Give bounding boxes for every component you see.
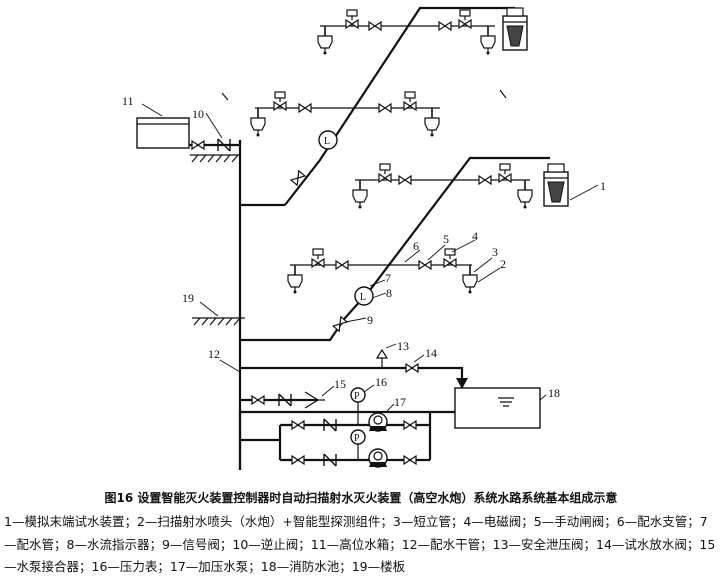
gauge-letter-lower: P [354, 433, 360, 444]
callout-7: 7 [385, 271, 391, 285]
pump2-suction-valve [403, 455, 417, 465]
tank-gate-valve [191, 140, 205, 150]
pump1-gate-valve [291, 420, 305, 430]
test-drain-valve-14 [405, 363, 419, 373]
floor-slab-19 [192, 317, 245, 326]
callout-12: 12 [208, 347, 220, 361]
callout-11: 11 [122, 94, 134, 108]
depth-mark [499, 89, 507, 99]
pump1-suction-valve [403, 420, 417, 430]
callout-3: 3 [492, 245, 498, 259]
upper-gate-valve-left [298, 103, 312, 113]
upper-flow-indicator: L [318, 130, 338, 150]
booster-pump-17 [368, 412, 388, 432]
figure-title: 图16 设置智能灭火装置控制器时自动扫描射水灭火装置（高空水炮）系统水路系统基本… [104, 491, 618, 505]
callout-10: 10 [192, 107, 204, 121]
callout-1: 1 [600, 179, 606, 193]
top-gate-valve-left [368, 21, 382, 31]
lower-gate-valve-left [335, 260, 349, 270]
connector-gate-valve [251, 395, 265, 405]
middle-solenoid-valve-right [498, 163, 512, 183]
booster-pump-lower [368, 448, 388, 468]
flow-indicator-8: L [354, 286, 374, 306]
top-solenoid-valve-right [458, 9, 472, 29]
upper-head-right [424, 107, 440, 138]
middle-head-right [517, 179, 533, 210]
leader-lines [141, 103, 599, 413]
upper-diagonal-pipe [284, 6, 515, 206]
cannon-head-2 [462, 264, 478, 295]
callout-9: 9 [367, 313, 373, 327]
floor-slab-upper [190, 154, 240, 163]
callout-14: 14 [425, 346, 437, 360]
return-arrow [456, 378, 468, 389]
top-test-device [502, 7, 528, 51]
solenoid-valve-4 [443, 248, 457, 268]
middle-gate-valve-left [398, 175, 412, 185]
lower-solenoid-valve-left [311, 248, 325, 268]
upper-flow-indicator-letter: L [324, 136, 330, 147]
callout-4: 4 [472, 229, 478, 243]
top-head-right [480, 25, 496, 56]
callout-2: 2 [500, 257, 506, 271]
upper-solenoid-valve-right [403, 91, 417, 111]
water-system-diagram: L L [122, 6, 606, 470]
top-gate-valve-right [438, 21, 452, 31]
depth-mark [221, 92, 229, 101]
callout-5: 5 [443, 232, 449, 246]
fire-pool-18 [454, 387, 541, 429]
figure-legend: 1—模拟末端试水装置；2—扫描射水喷头（水炮）+智能型探测组件；3—短立管；4—… [4, 514, 716, 574]
test-return-pipe [240, 366, 464, 388]
callout-13: 13 [397, 339, 409, 353]
callout-16: 16 [375, 375, 387, 389]
pressure-gauge-lower: P [350, 429, 366, 460]
high-level-tank-11 [136, 117, 190, 149]
middle-head-left [352, 179, 368, 210]
gauge-letter: P [354, 391, 360, 402]
middle-solenoid-valve-left [378, 163, 392, 183]
pump-connector-15 [304, 391, 325, 409]
lower-head-left [287, 264, 303, 295]
upper-gate-valve-right [378, 103, 392, 113]
upper-solenoid-valve-left [273, 91, 287, 111]
flow-indicator-letter: L [360, 292, 366, 303]
test-device-1 [543, 163, 569, 207]
lower-diagonal-pipe [240, 156, 550, 342]
middle-gate-valve-right [478, 175, 492, 185]
callout-17: 17 [394, 395, 406, 409]
top-head-left [317, 25, 333, 56]
pressure-gauge-16: P [350, 387, 366, 425]
manual-gate-valve-5 [418, 260, 432, 270]
callout-8: 8 [386, 286, 392, 300]
pump2-gate-valve [291, 455, 305, 465]
callout-19: 19 [182, 291, 194, 305]
callout-15: 15 [334, 377, 346, 391]
relief-valve-13 [375, 348, 389, 359]
top-solenoid-valve-left [345, 9, 359, 29]
upper-head-left [250, 107, 266, 138]
callout-18: 18 [548, 386, 560, 400]
callout-6: 6 [413, 239, 419, 253]
